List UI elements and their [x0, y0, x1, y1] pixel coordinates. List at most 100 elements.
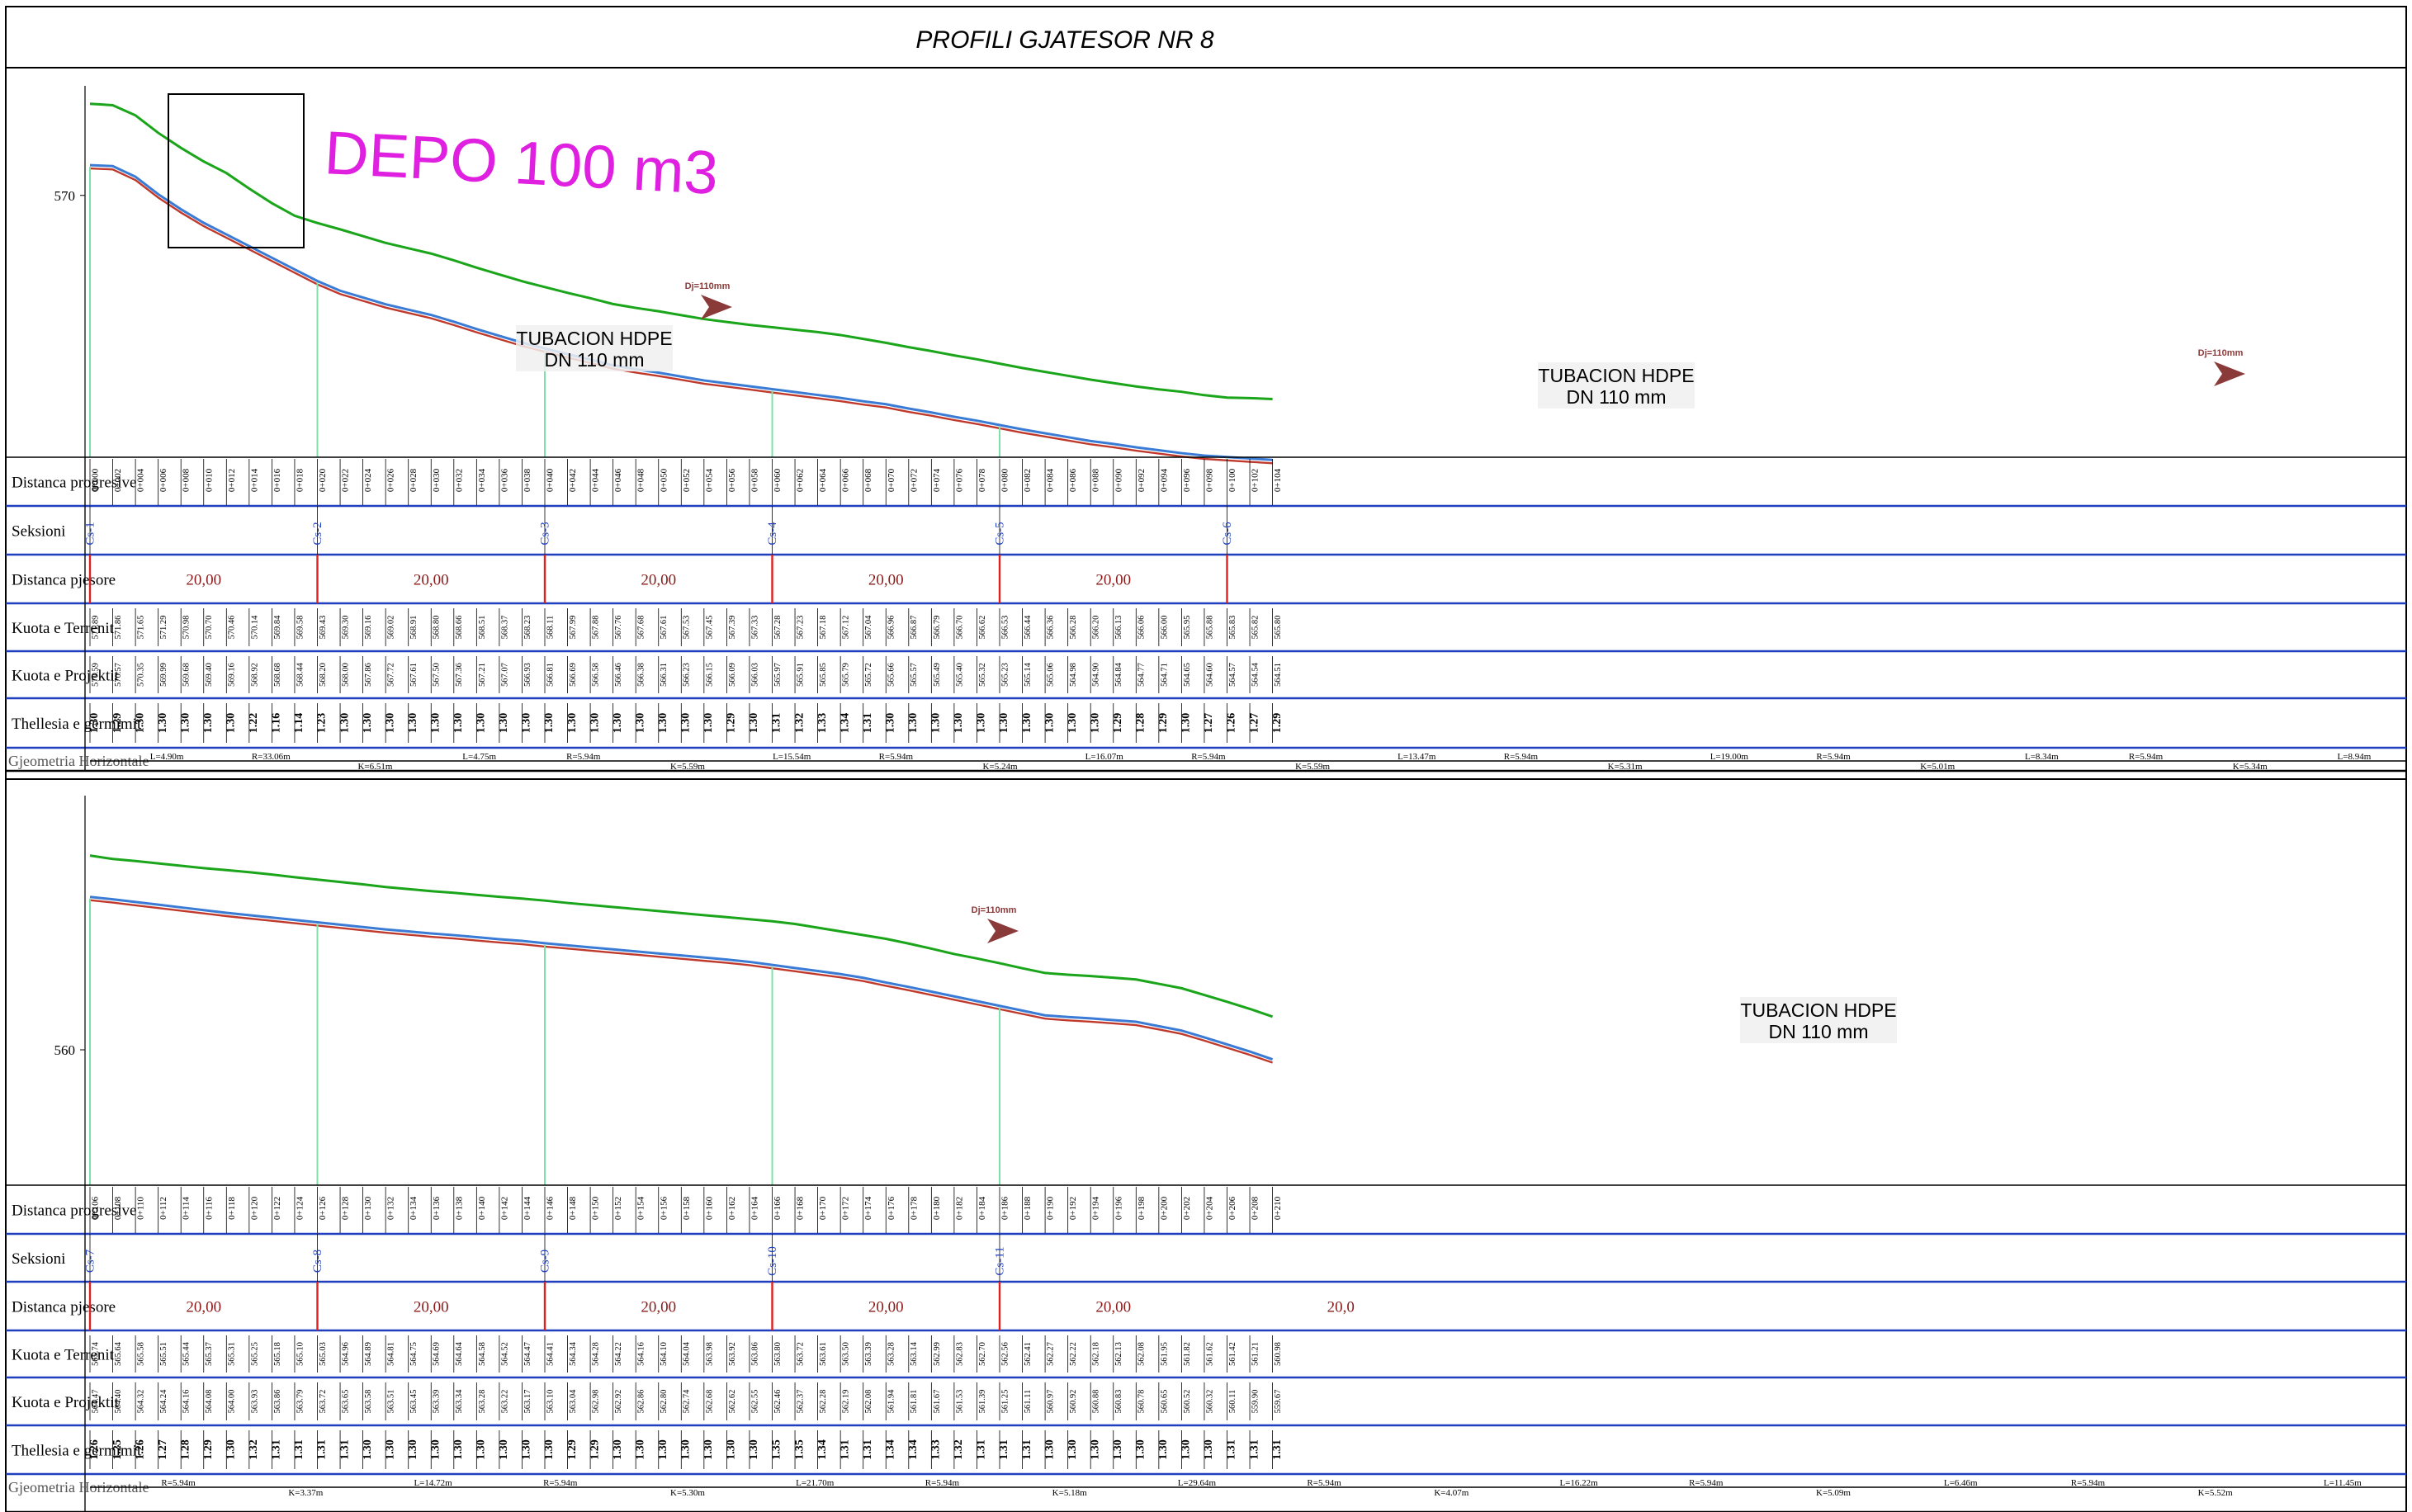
depth-value: 1.30 — [429, 1439, 442, 1460]
depth-value: 1.34 — [907, 1439, 920, 1460]
design-value: 563.45 — [409, 1390, 419, 1414]
chainage-label: 0+152 — [613, 1197, 623, 1220]
depth-value: 1.31 — [1021, 1439, 1033, 1460]
chainage-label: 0+108 — [113, 1196, 123, 1220]
design-value: 560.32 — [1205, 1390, 1214, 1414]
geometry-value: K=4.07m — [1434, 1488, 1468, 1498]
chainage-label: 0+102 — [1251, 469, 1260, 492]
section-label: Cs-10 — [766, 1246, 779, 1276]
terrain-value: 568.37 — [500, 616, 509, 640]
chainage-label: 0+014 — [249, 468, 259, 492]
terrain-value: 564.28 — [592, 1342, 601, 1366]
terrain-value: 569.58 — [296, 616, 305, 640]
geometry-value: K=5.34m — [2233, 762, 2268, 772]
pipe-note-line2: DN 110 mm — [545, 349, 645, 371]
design-value: 561.67 — [933, 1390, 942, 1414]
pipe-note-box — [516, 325, 673, 371]
terrain-value: 565.80 — [1274, 616, 1283, 640]
terrain-value: 566.62 — [978, 616, 987, 640]
section-label: Cs-5 — [993, 522, 1006, 545]
design-value: 564.98 — [1069, 663, 1078, 687]
partial-distance: 20,00 — [1095, 572, 1131, 589]
depth-value: 1.30 — [407, 713, 419, 734]
geometry-value: R=5.94m — [1307, 1478, 1341, 1488]
terrain-value: 565.31 — [228, 1342, 237, 1366]
depth-value: 1.14 — [293, 713, 305, 734]
terrain-value: 565.18 — [273, 1342, 282, 1366]
chainage-label: 0+072 — [909, 469, 919, 492]
chainage-label: 0+186 — [1000, 1196, 1010, 1220]
design-value: 562.19 — [842, 1390, 851, 1414]
design-value: 568.44 — [296, 662, 305, 687]
depth-value: 1.30 — [612, 713, 624, 734]
depth-value: 1.26 — [88, 1439, 101, 1460]
depth-value: 1.30 — [657, 1439, 669, 1460]
depth-value: 1.30 — [498, 713, 510, 734]
chainage-label: 0+144 — [523, 1196, 532, 1220]
flow-arrow-icon — [2214, 361, 2245, 386]
pipe-note-line1: TUBACION HDPE — [1740, 999, 1896, 1021]
geometry-value: R=5.94m — [2071, 1478, 2106, 1488]
design-value: 562.46 — [773, 1390, 783, 1414]
chainage-label: 0+136 — [432, 1196, 442, 1220]
chainage-label: 0+116 — [204, 1197, 214, 1220]
chainage-label: 0+160 — [704, 1196, 714, 1220]
design-value: 564.00 — [228, 1390, 237, 1414]
geometry-value: K=5.30m — [670, 1488, 705, 1498]
design-value: 565.14 — [1024, 662, 1033, 687]
design-value: 562.68 — [705, 1390, 714, 1414]
chainage-label: 0+038 — [523, 468, 532, 492]
depth-value: 1.30 — [1089, 713, 1101, 734]
design-value: 570.35 — [137, 663, 146, 687]
depth-value: 1.30 — [998, 713, 1010, 734]
chainage-label: 0+050 — [659, 468, 669, 492]
chainage-label: 0+190 — [1046, 1196, 1056, 1220]
pipe-note-line2: DN 110 mm — [1567, 386, 1667, 408]
depth-value: 1.29 — [566, 1439, 579, 1460]
chainage-label: 0+106 — [91, 1196, 101, 1220]
design-value: 560.88 — [1092, 1390, 1101, 1414]
depth-value: 1.30 — [680, 713, 693, 734]
chainage-label: 0+084 — [1046, 468, 1056, 492]
design-value: 564.16 — [182, 1390, 192, 1414]
chainage-label: 0+060 — [773, 468, 783, 492]
chainage-label: 0+150 — [591, 1196, 601, 1220]
design-value: 566.38 — [637, 663, 646, 687]
depth-value: 1.28 — [179, 1439, 192, 1460]
terrain-value: 565.64 — [114, 1341, 123, 1366]
geometry-value: L=16.22m — [1559, 1478, 1598, 1488]
chainage-label: 0+156 — [659, 1196, 669, 1220]
chainage-label: 0+172 — [841, 1197, 851, 1220]
design-value: 565.79 — [842, 663, 851, 687]
design-value: 569.40 — [205, 663, 214, 687]
terrain-value: 568.51 — [478, 616, 487, 640]
chainage-label: 0+196 — [1114, 1196, 1123, 1220]
chainage-label: 0+020 — [318, 468, 328, 492]
section-label: Cs-3 — [538, 522, 551, 545]
terrain-value: 567.76 — [614, 616, 623, 640]
depth-value: 1.30 — [338, 713, 351, 734]
depth-value: 1.31 — [862, 713, 874, 734]
design-value: 568.20 — [319, 663, 328, 687]
depth-value: 1.29 — [202, 1439, 215, 1460]
geometry-value: L=15.54m — [773, 752, 811, 762]
depth-value: 1.30 — [543, 1439, 556, 1460]
terrain-value: 567.18 — [819, 616, 828, 640]
terrain-value: 564.69 — [433, 1342, 442, 1366]
chainage-label: 0+012 — [227, 469, 237, 492]
geometry-value: R=5.94m — [161, 1478, 196, 1488]
pipe-top-line — [89, 163, 1273, 461]
depth-value: 1.30 — [907, 713, 920, 734]
terrain-value: 564.04 — [683, 1341, 692, 1366]
geometry-value: L=29.64m — [1178, 1478, 1217, 1488]
terrain-value: 561.95 — [1160, 1342, 1169, 1366]
geometry-value: K=5.18m — [1052, 1488, 1087, 1498]
partial-distance: 20,00 — [1095, 1299, 1131, 1316]
terrain-line — [89, 854, 1274, 1018]
diameter-label: Dj=110mm — [2198, 348, 2244, 358]
terrain-value: 562.99 — [933, 1342, 942, 1366]
terrain-value: 568.80 — [433, 616, 442, 640]
terrain-value: 562.70 — [978, 1342, 987, 1366]
